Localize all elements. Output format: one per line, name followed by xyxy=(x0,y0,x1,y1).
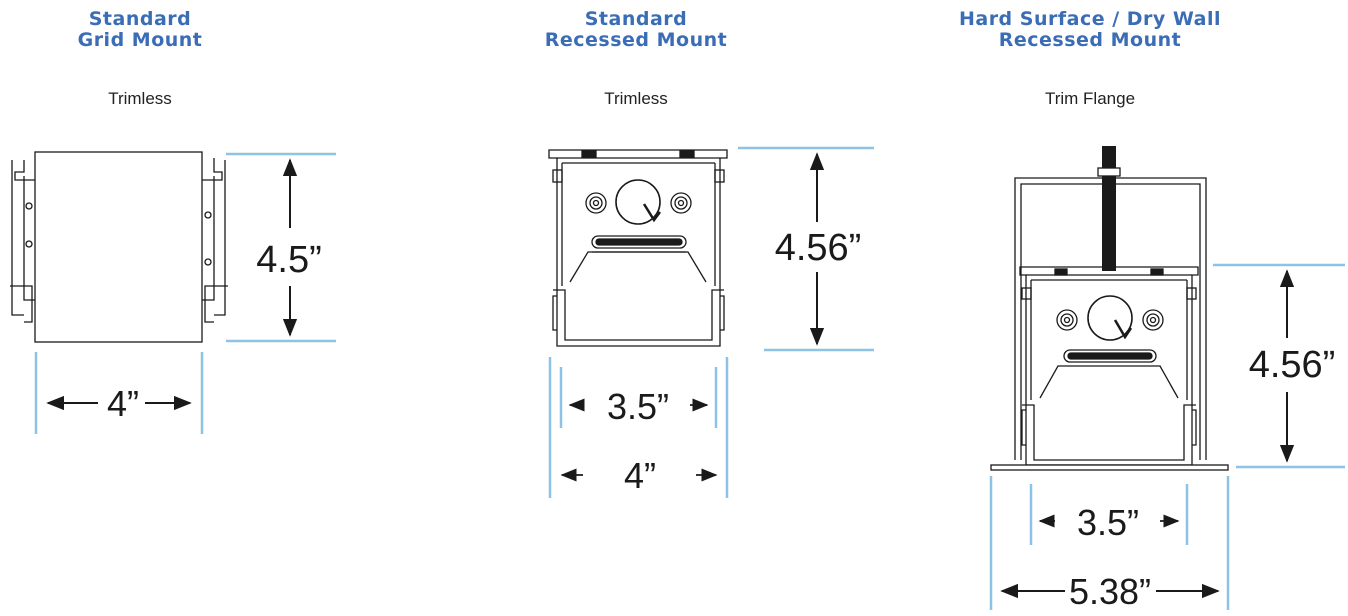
recessed-mount-height-dimension: 4.56” xyxy=(738,146,874,352)
recessed-mount-title: Standard Recessed Mount xyxy=(516,9,756,51)
drywall-mount-inner-width-dimension: 3.5” xyxy=(1029,484,1189,545)
drywall-mount-subtitle: Trim Flange xyxy=(1044,89,1136,108)
drywall-mount-title-line1: Hard Surface / Dry Wall xyxy=(958,8,1222,30)
drywall-mount-height-label: 4.56” xyxy=(1249,344,1336,386)
recessed-mount-title-line2: Recessed Mount xyxy=(544,29,728,51)
recessed-mount-fixture xyxy=(548,149,728,347)
drywall-mount-title: Hard Surface / Dry Wall Recessed Mount xyxy=(925,9,1255,51)
grid-mount-subtitle: Trimless xyxy=(108,89,172,108)
recessed-mount-inner-width-dimension: 3.5” xyxy=(559,367,718,428)
recessed-mount-height-label: 4.56” xyxy=(775,227,862,269)
grid-mount-fixture xyxy=(10,151,228,343)
grid-mount-height-label: 4.5” xyxy=(256,239,321,281)
grid-mount-width-dimension: 4” xyxy=(34,352,204,434)
recessed-mount-title-line1: Standard xyxy=(584,8,688,30)
grid-mount-title-line2: Grid Mount xyxy=(77,29,203,51)
recessed-mount-outer-width-label: 4” xyxy=(624,455,656,496)
recessed-mount-outer-width-dimension: 4” xyxy=(548,357,729,498)
drywall-mount-inner-width-label: 3.5” xyxy=(1077,502,1139,543)
recessed-mount-inner-width-label: 3.5” xyxy=(607,386,669,427)
drywall-mount-title-line2: Recessed Mount xyxy=(998,29,1182,51)
grid-mount-title-line1: Standard xyxy=(88,8,192,30)
grid-mount-width-label: 4” xyxy=(107,383,139,424)
drywall-mount-outer-width-label: 5.38” xyxy=(1069,571,1151,612)
drywall-mount-height-dimension: 4.56” xyxy=(1213,263,1345,469)
grid-mount-title: Standard Grid Mount xyxy=(40,9,240,51)
recessed-mount-subtitle: Trimless xyxy=(604,89,668,108)
grid-mount-height-dimension: 4.5” xyxy=(226,152,336,343)
drywall-mount-fixture xyxy=(990,146,1229,471)
drywall-mount-outer-width-dimension: 5.38” xyxy=(989,476,1230,612)
